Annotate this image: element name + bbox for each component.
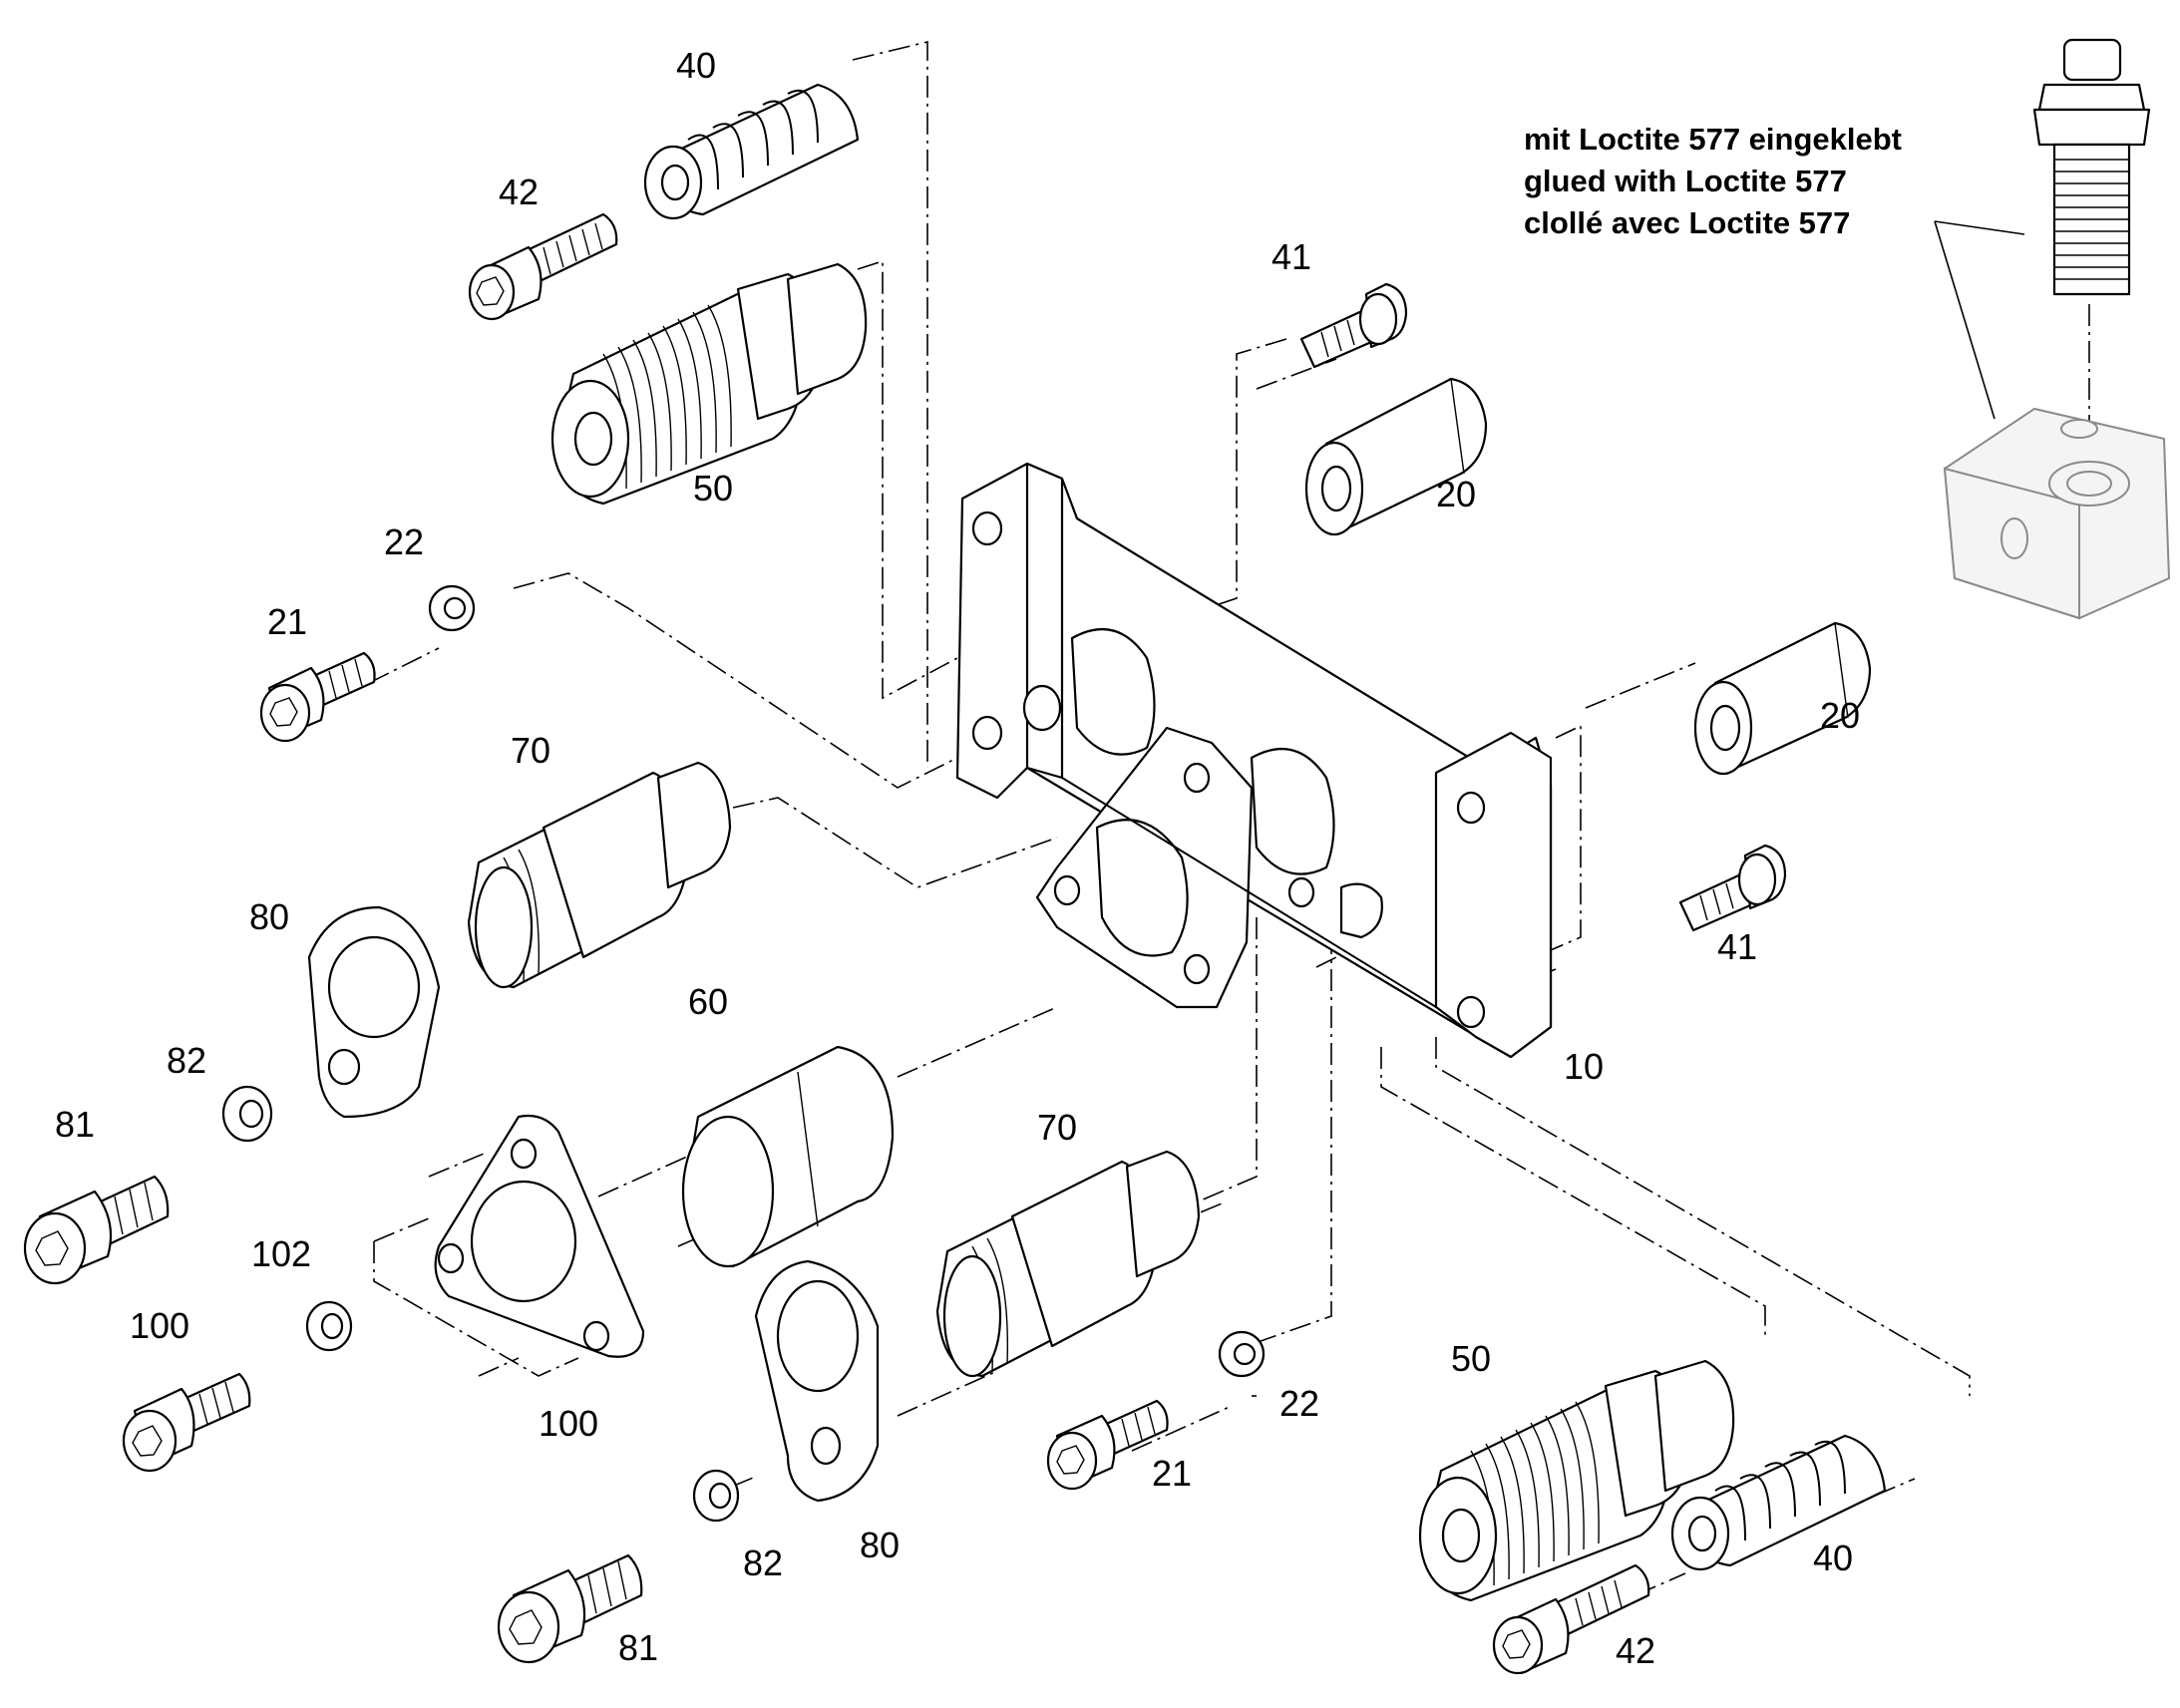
callout-50-top: 50 [693, 468, 733, 509]
bolt-81-left [23, 1175, 170, 1285]
note-line-fr: clollé avec Loctite 577 [1524, 205, 1850, 240]
cap-60 [681, 1045, 895, 1268]
callout-41-right: 41 [1717, 926, 1757, 967]
callout-labels: 40 42 50 41 20 22 21 70 80 82 81 60 102 … [55, 45, 1860, 1671]
washer-82-left [221, 1085, 273, 1143]
callout-80-left: 80 [249, 896, 289, 937]
callout-81-left: 81 [55, 1104, 95, 1145]
valve-block [955, 462, 1553, 1059]
valve-top [550, 262, 868, 506]
callout-42-bottom: 42 [1616, 1630, 1655, 1671]
callout-22-left: 22 [384, 521, 424, 562]
flange-100 [434, 1114, 645, 1358]
fitting-70-left [467, 761, 732, 989]
callout-21-mid: 21 [1152, 1453, 1192, 1494]
bolt-21-left [259, 651, 376, 743]
pin-20-top [1304, 377, 1488, 536]
valve-bottom [1418, 1359, 1735, 1602]
callout-42-top: 42 [499, 171, 539, 212]
washer-82-mid [692, 1469, 740, 1523]
callout-70-mid: 70 [1037, 1107, 1077, 1148]
bolt-81-mid [497, 1553, 643, 1664]
fitting-70-mid [935, 1150, 1201, 1378]
callout-70-left: 70 [511, 730, 550, 771]
callout-22-mid: 22 [1279, 1383, 1319, 1424]
callout-81-mid: 81 [618, 1627, 658, 1668]
callout-102: 102 [251, 1233, 311, 1274]
loctite-note: mit Loctite 577 eingeklebt glued with Lo… [1524, 122, 1902, 240]
bolt-100 [122, 1372, 251, 1473]
callout-40-bottom: 40 [1813, 1537, 1853, 1578]
bolt-top [468, 212, 618, 321]
callout-100-plate: 100 [539, 1403, 598, 1444]
callout-20-right: 20 [1820, 695, 1860, 736]
callout-21-left: 21 [267, 601, 307, 642]
bolt-bottom [1492, 1563, 1650, 1675]
callout-80-mid: 80 [860, 1525, 900, 1565]
callout-82-mid: 82 [743, 1542, 783, 1583]
washer-102 [305, 1300, 353, 1352]
inset-grey-block [1943, 407, 2171, 620]
callout-40-top: 40 [676, 45, 716, 86]
callout-82-left: 82 [167, 1040, 206, 1081]
bolt-21-mid [1046, 1399, 1169, 1491]
note-leaders [1934, 220, 2025, 420]
plate-80-mid [754, 1259, 880, 1503]
bolt-41-top [1299, 282, 1408, 369]
note-line-de: mit Loctite 577 eingeklebt [1524, 122, 1902, 157]
spring-bottom [1670, 1434, 1887, 1571]
callout-41-top: 41 [1272, 236, 1311, 277]
washer-22-left [428, 584, 476, 632]
callout-10: 10 [1564, 1046, 1604, 1087]
callout-100-left: 100 [130, 1305, 189, 1346]
washer-22-mid [1218, 1330, 1266, 1378]
bolt-41-right [1678, 844, 1787, 932]
spring-top [643, 83, 860, 220]
inset-threaded-pin [2032, 38, 2151, 296]
pin-20-right [1693, 621, 1872, 776]
callout-50-bottom: 50 [1451, 1338, 1491, 1379]
note-line-en: glued with Loctite 577 [1524, 164, 1847, 198]
callout-60: 60 [688, 981, 728, 1022]
callout-20-top: 20 [1436, 474, 1476, 514]
plate-80-left [307, 905, 441, 1119]
